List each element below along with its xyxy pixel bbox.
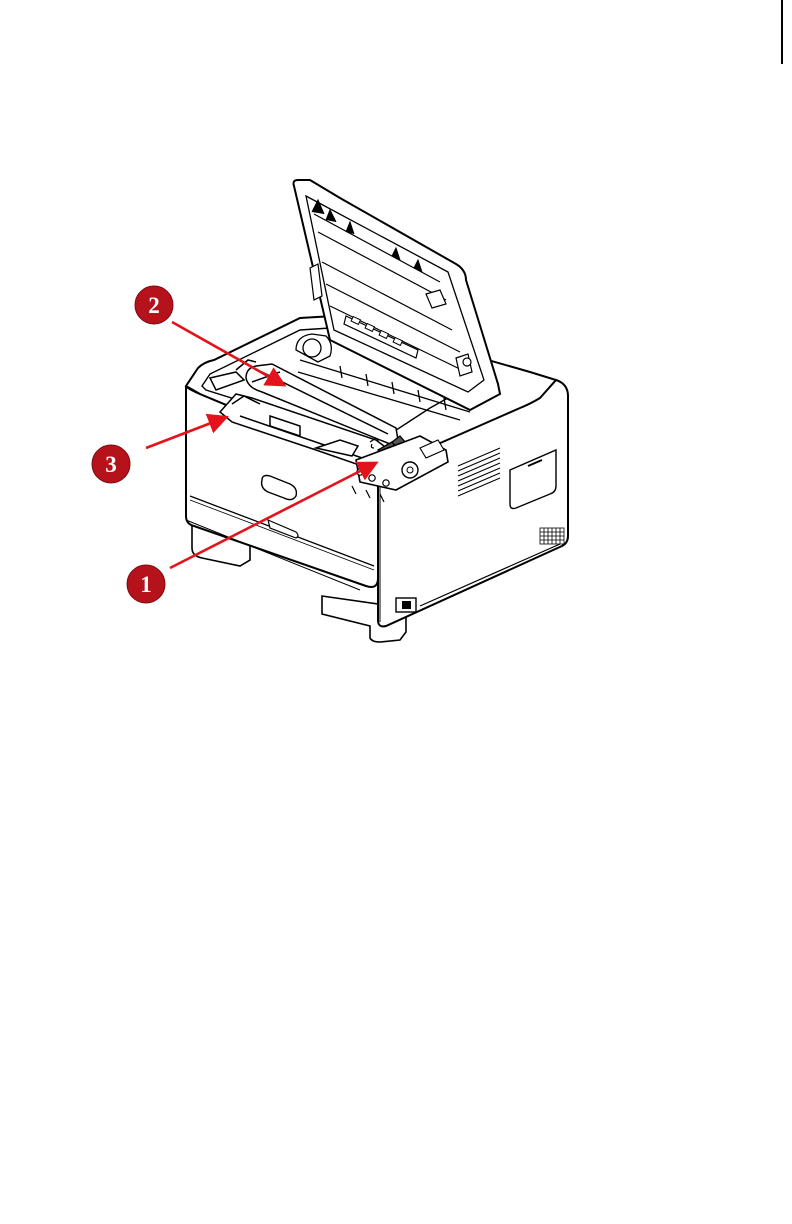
callout-3-number: 3 — [105, 452, 117, 477]
power-switch-icon — [396, 598, 416, 612]
rear-vent-icon — [540, 528, 564, 544]
callout-1: 1 — [127, 565, 165, 603]
callout-2-number: 2 — [148, 293, 160, 318]
printer-illustration: 2 3 1 — [0, 0, 792, 700]
callout-1-number: 1 — [140, 572, 152, 597]
panel-button-icon — [369, 475, 375, 481]
panel-button-icon — [383, 480, 389, 486]
printer-figure: 2 3 1 — [0, 0, 792, 700]
callout-2: 2 — [135, 286, 173, 324]
callout-3: 3 — [92, 445, 130, 483]
